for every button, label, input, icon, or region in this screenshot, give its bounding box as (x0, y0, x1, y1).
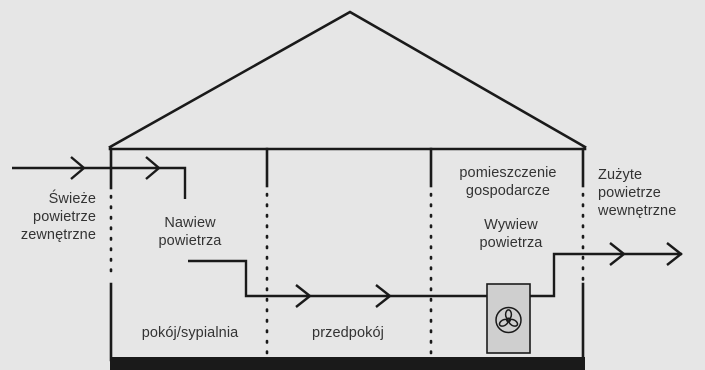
hallway-label: przedpokój (312, 325, 384, 341)
bedroom-label: pokój/sypialnia (141, 325, 239, 341)
exhaust-air-label: Zużyte powietrze wewnętrzne (598, 167, 677, 219)
arrow-icon (609, 242, 626, 266)
extract-air-label: Wywiew powietrza (479, 217, 543, 251)
exhaust-duct (530, 252, 682, 298)
arrow-icon (295, 284, 312, 308)
fresh-air-duct (12, 166, 187, 199)
arrow-icon (666, 242, 683, 266)
floor (110, 357, 585, 370)
fan-icon (495, 306, 522, 334)
fresh-air-label: Świeże powietrze zewnętrzne (20, 191, 96, 243)
arrow-icon (70, 156, 86, 180)
supply-duct (188, 259, 487, 298)
arrow-icon (145, 156, 161, 180)
roof (108, 10, 587, 149)
supply-air-label: Nawiew powietrza (158, 215, 222, 249)
arrow-icon (375, 284, 392, 308)
utility-room-label: pomieszczenie gospodarcze (459, 165, 557, 199)
